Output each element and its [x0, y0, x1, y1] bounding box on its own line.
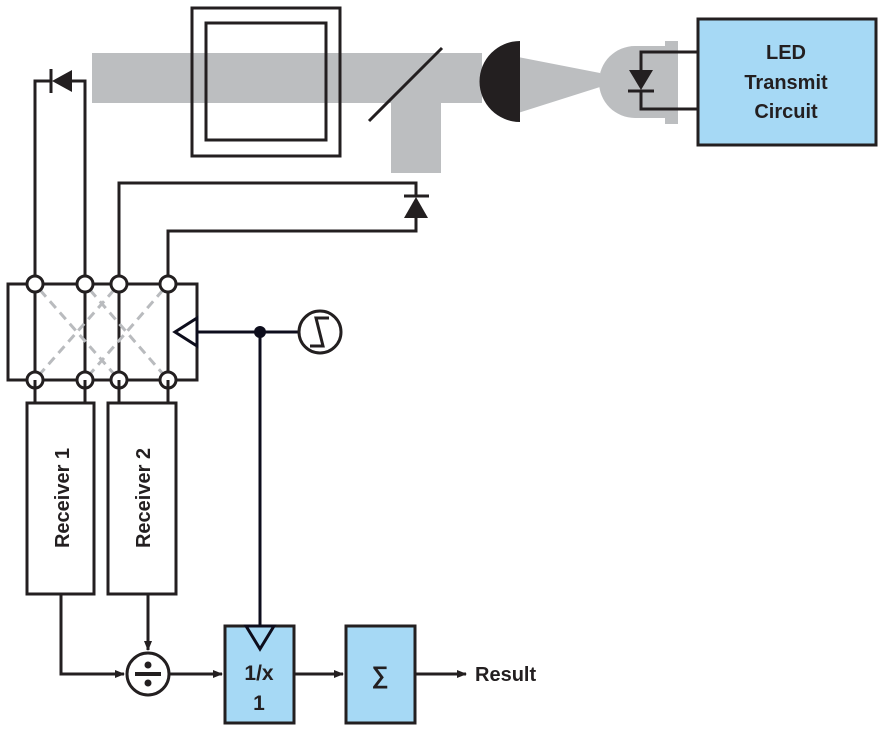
clock-input-triangle-icon: [172, 315, 199, 349]
led-diode-icon: [628, 50, 698, 111]
sum-label: ∑: [371, 662, 388, 689]
reference-photodiode-icon: [117, 181, 429, 284]
led-block-line-3: Circuit: [754, 101, 818, 123]
light-beam: [92, 41, 678, 173]
receiver-1-block: Receiver 1: [25, 401, 96, 596]
clock-input-triangle-icon: [243, 624, 277, 652]
divider-icon: [125, 651, 171, 697]
lens-icon: [479, 41, 520, 122]
led-block-line-2: Transmit: [744, 72, 828, 94]
beam-cone: [518, 57, 600, 113]
crossover-4: [88, 289, 165, 375]
cuvette-outer: [190, 6, 342, 158]
node: [158, 274, 178, 294]
node: [25, 274, 45, 294]
sync-signal: [197, 309, 343, 626]
crossover-3: [88, 289, 165, 375]
switch-matrix: [6, 274, 199, 390]
reciprocal-label-bottom: 1: [253, 692, 265, 715]
receiver-1-label: Receiver 1: [52, 448, 74, 548]
node: [109, 274, 129, 294]
reciprocal-label-top: 1/x: [244, 662, 274, 685]
measurement-photodiode-icon: [33, 69, 87, 284]
sample-cuvette: [190, 6, 342, 158]
cuvette-inner: [204, 21, 328, 142]
reciprocal-block: 1/x 1: [223, 624, 296, 725]
beam-splitter: [367, 46, 444, 123]
beam-reference-branch: [391, 103, 441, 173]
result-label: Result: [475, 664, 536, 686]
beam-main: [92, 53, 482, 103]
sum-block: ∑: [344, 624, 417, 725]
signal-source-s-glyph: [310, 316, 329, 348]
node: [75, 274, 95, 294]
led-block-line-1: LED: [766, 42, 806, 64]
led-transmit-circuit-block: LED Transmit Circuit: [696, 17, 878, 147]
receiver-2-block: Receiver 2: [106, 401, 178, 596]
receiver-2-label: Receiver 2: [133, 448, 155, 548]
